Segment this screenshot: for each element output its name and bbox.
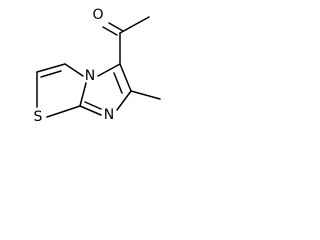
bond-n4-c3 (64, 63, 84, 77)
atom-sulfur: S (34, 109, 43, 125)
chemical-structure: O N N S (34, 7, 161, 125)
bond-c5-n4 (97, 63, 121, 77)
bond-s1-c7a (46, 105, 81, 118)
bond-n7-c7a-inner (84, 101, 102, 110)
atom-oxygen: O (92, 7, 103, 23)
bond-ring-methyl (130, 90, 161, 100)
bond-carbonyl-1 (108, 22, 124, 32)
bond-c3-c2 (36, 63, 66, 73)
bond-c5-c6-inner (113, 72, 123, 94)
bond-c6-n7 (116, 90, 132, 111)
bond-c3-c2-inner (40, 70, 62, 78)
bond-n7-c7a (79, 105, 102, 116)
bond-c5-c6 (119, 63, 132, 92)
bond-carbonyl-2 (102, 26, 118, 36)
bond-acetyl-methyl (119, 16, 150, 34)
bond-c7a-n4 (79, 82, 87, 107)
atom-nitrogen-ring: N (104, 107, 114, 123)
atom-nitrogen-bridgehead: N (85, 68, 95, 84)
